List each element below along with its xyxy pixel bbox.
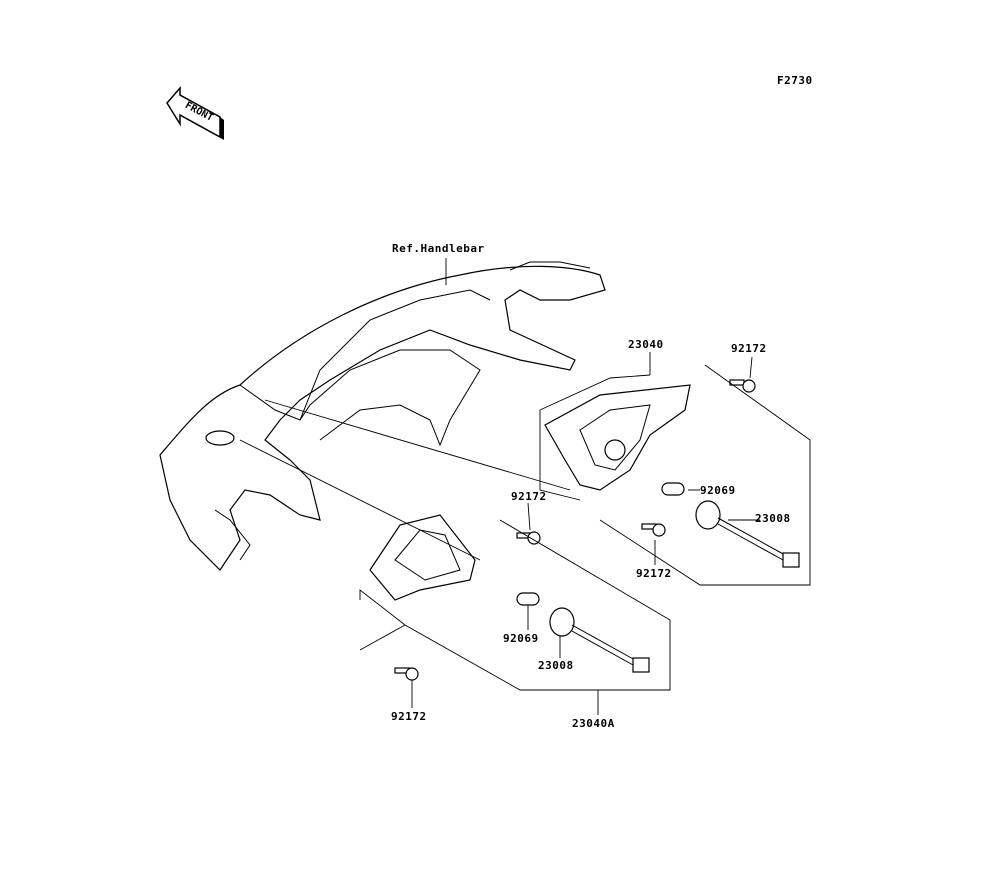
label-23040[interactable]: 23040 (628, 338, 664, 351)
label-92172-mid-left[interactable]: 92172 (511, 490, 547, 503)
socket-icon (549, 500, 800, 673)
turn-signal-left (369, 514, 476, 601)
label-92172-bottom-left[interactable]: 92172 (391, 710, 427, 723)
label-92172-mid-right[interactable]: 92172 (636, 567, 672, 580)
label-92069-left[interactable]: 92069 (503, 632, 539, 645)
upper-cowl (159, 261, 606, 571)
front-arrow-icon: FRONT (166, 85, 224, 140)
leader-lines (239, 258, 811, 715)
label-92069-right[interactable]: 92069 (700, 484, 736, 497)
bulb-icon (516, 482, 685, 606)
label-23008-left[interactable]: 23008 (538, 659, 574, 672)
label-ref-handlebar[interactable]: Ref.Handlebar (392, 242, 485, 255)
figure-id: F2730 (777, 74, 813, 87)
label-23040a[interactable]: 23040A (572, 717, 615, 730)
label-92172-top-right[interactable]: 92172 (731, 342, 767, 355)
turn-signal-right (544, 384, 691, 491)
label-23008-right[interactable]: 23008 (755, 512, 791, 525)
